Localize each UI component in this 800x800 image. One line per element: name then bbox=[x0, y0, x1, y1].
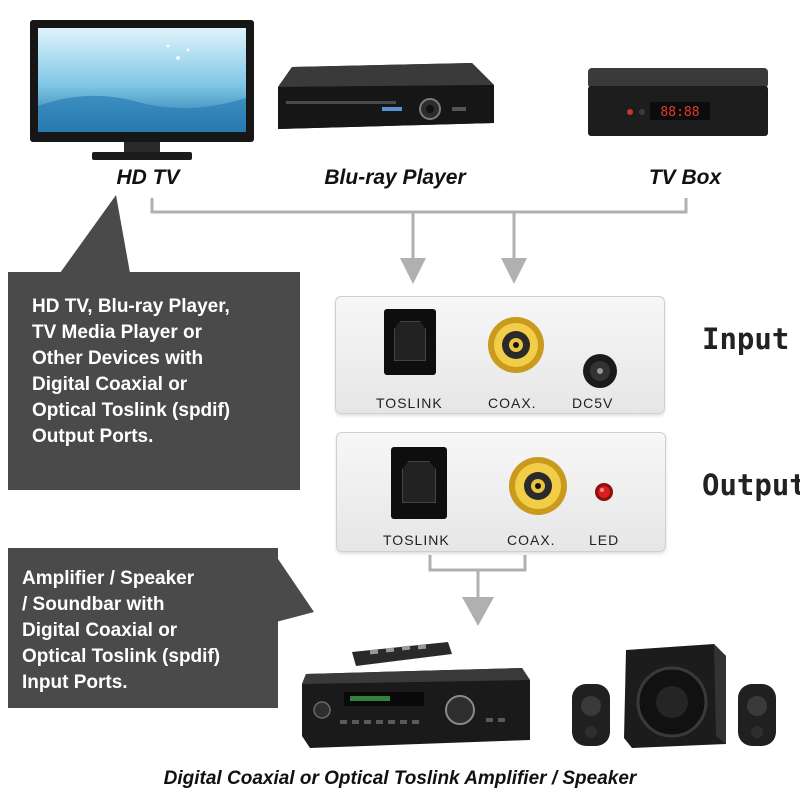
toslink-socket-icon bbox=[394, 321, 426, 361]
tv-box-label: TV Box bbox=[648, 166, 722, 189]
source-callout: HD TV, Blu-ray Player, TV Media Player o… bbox=[8, 272, 300, 490]
av-receiver-image bbox=[302, 642, 530, 748]
source-callout-line: Other Devices with bbox=[32, 348, 204, 369]
source-callout-line: HD TV, Blu-ray Player, bbox=[32, 296, 230, 317]
sink-callout: Amplifier / Speaker / Soundbar with Digi… bbox=[8, 548, 278, 708]
remote-control-icon bbox=[352, 642, 452, 666]
input-toslink-port bbox=[384, 309, 436, 375]
source-bracket bbox=[150, 198, 688, 214]
tv-box-image: 88:88 bbox=[588, 68, 768, 136]
source-callout-pointer bbox=[60, 195, 130, 273]
footer-caption: Digital Coaxial or Optical Toslink Ampli… bbox=[163, 768, 637, 789]
input-toslink-label: TOSLINK bbox=[376, 395, 443, 411]
input-coax-port bbox=[488, 317, 544, 373]
sink-callout-line: / Soundbar with bbox=[22, 594, 165, 615]
tv-box-display: 88:88 bbox=[660, 105, 699, 120]
output-coax-label: COAX. bbox=[507, 532, 556, 548]
bluray-player-label: Blu-ray Player bbox=[324, 166, 466, 189]
source-callout-line: Optical Toslink (spdif) bbox=[32, 400, 231, 421]
output-coax-port bbox=[509, 457, 567, 515]
toslink-socket-icon bbox=[402, 461, 436, 503]
output-led-label: LED bbox=[589, 532, 620, 548]
output-panel: TOSLINK COAX. LED bbox=[336, 432, 666, 552]
sink-callout-line: Amplifier / Speaker bbox=[22, 568, 195, 589]
sink-callout-line: Optical Toslink (spdif) bbox=[22, 646, 221, 667]
source-callout-line: Digital Coaxial or bbox=[32, 374, 188, 395]
output-arrow-head bbox=[462, 597, 494, 626]
speaker-set-image bbox=[572, 644, 776, 748]
output-toslink-port bbox=[391, 447, 447, 519]
sink-callout-line: Input Ports. bbox=[22, 672, 128, 693]
source-callout-line: TV Media Player or bbox=[32, 322, 203, 343]
output-led bbox=[595, 483, 613, 501]
input-dc5v-label: DC5V bbox=[572, 395, 614, 411]
input-panel: TOSLINK COAX. DC5V bbox=[335, 296, 665, 414]
output-side-label: Output bbox=[702, 468, 800, 502]
input-coax-label: COAX. bbox=[488, 395, 537, 411]
bluray-player-image bbox=[278, 63, 494, 129]
hd-tv-label: HD TV bbox=[116, 166, 180, 189]
source-callout-line: Output Ports. bbox=[32, 426, 154, 447]
hd-tv-image bbox=[30, 20, 254, 160]
output-toslink-label: TOSLINK bbox=[383, 532, 450, 548]
input-side-label: Input bbox=[702, 322, 790, 356]
coax-arrow-head bbox=[501, 258, 527, 284]
sink-callout-pointer bbox=[276, 556, 314, 622]
sink-callout-line: Digital Coaxial or bbox=[22, 620, 178, 641]
output-bracket bbox=[428, 555, 527, 572]
input-dc5v-port bbox=[583, 354, 617, 388]
toslink-arrow-head bbox=[400, 258, 426, 284]
